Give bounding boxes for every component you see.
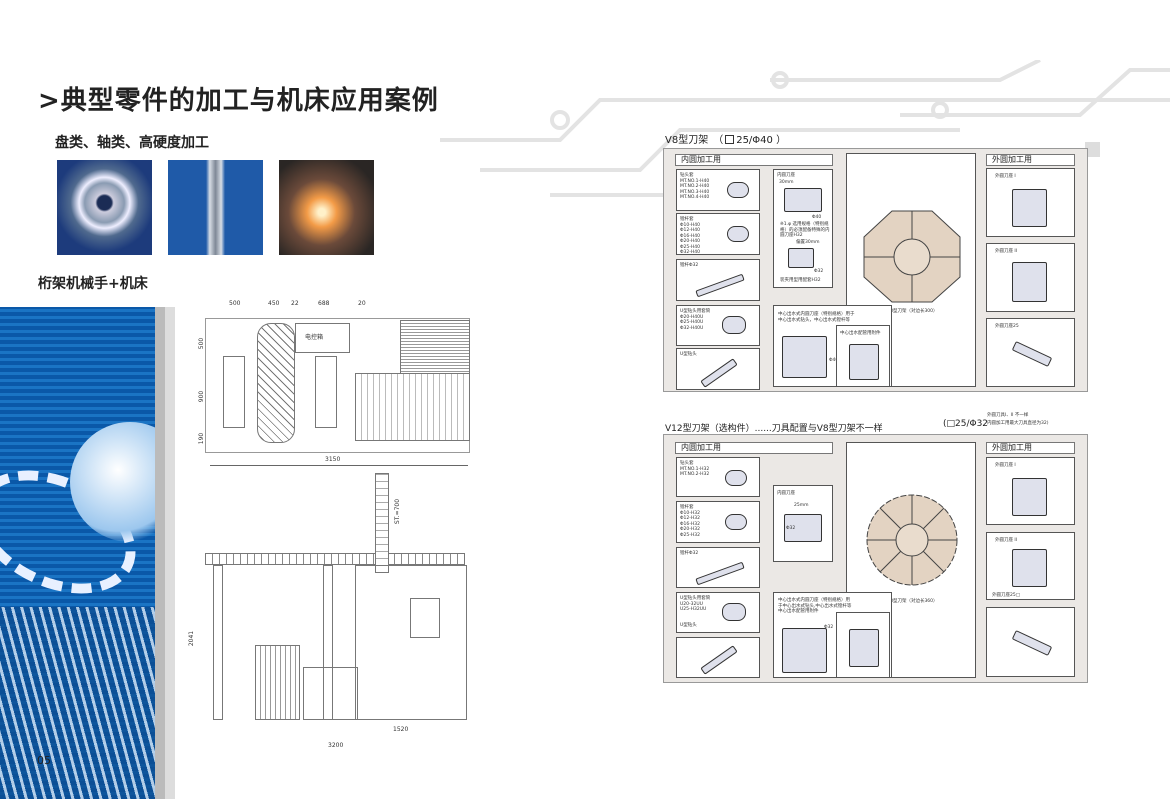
- control-box-label: 电控箱: [305, 334, 324, 341]
- v8-turret-caption: V8型刀架（对边长300）: [887, 309, 938, 314]
- v8-inner-holder: 内圆刀座 30mm Φ40 ※1.φ 选用规格（特别规格）的必须配备特殊的内圆刀…: [773, 169, 833, 288]
- photo-hard-machining: [279, 160, 374, 255]
- v12-outer-holder-1: 外圆刀座 I: [986, 457, 1075, 525]
- decorative-blue-panel: 05: [0, 307, 155, 799]
- photo-disc-part: [57, 160, 152, 255]
- dim-500-v: 500: [198, 337, 206, 350]
- v12-inner-holder: 内圆刀座 25mm Φ32: [773, 485, 833, 562]
- dim-688: 688: [318, 300, 330, 307]
- v12-spec: (□25/Φ32: [943, 419, 989, 429]
- v8-outer-holder-2: 外圆刀座 II: [986, 243, 1075, 312]
- dim-900-v: 900: [198, 390, 206, 403]
- v8-item-u-drill: U型钻头: [676, 348, 760, 390]
- v12-turret-icon: [866, 494, 958, 586]
- dim-3150: 3150: [325, 456, 341, 463]
- gantry-top-view: 电控箱: [205, 318, 470, 453]
- v12-item-u-drill: [676, 637, 760, 678]
- v8-outer-holder-25: 外圆刀座25: [986, 318, 1075, 387]
- v12-inner-header: 内圆加工用: [675, 442, 833, 454]
- v8-turret-box: V8型刀架（对边长300）: [846, 153, 976, 387]
- v12-outer-header: 外圆加工用: [986, 442, 1075, 454]
- v8-outer-header: 外圆加工用: [986, 154, 1075, 166]
- photo-shaft-part: [168, 160, 263, 255]
- dim-450: 450: [268, 300, 280, 307]
- v12-outer-holder-25: [986, 607, 1075, 677]
- dim-stroke: ST.=700: [394, 498, 402, 525]
- v8-title: V8型刀架 （25/Φ40 ）: [665, 135, 787, 146]
- dim-2041: 2041: [188, 630, 196, 647]
- gantry-front-view: [205, 465, 470, 725]
- v12-note-2: 内圆加工用最大刀具直径为32): [987, 421, 1049, 426]
- page-title: >典型零件的加工与机床应用案例: [38, 86, 439, 116]
- v8-item-boring-bar: 镗杆Φ32: [676, 259, 760, 301]
- dim-1520: 1520: [393, 726, 409, 733]
- v12-item-boring-bar: 镗杆Φ32: [676, 547, 760, 588]
- v12-title: V12型刀架（选构件）......刀具配置与V8型刀架不一样: [665, 424, 883, 434]
- page-number: 05: [37, 754, 51, 767]
- v12-coolant-accessory: [836, 612, 890, 678]
- v12-turret-caption: V8型刀架（对边长360）: [887, 599, 938, 604]
- dim-22: 22: [291, 300, 299, 307]
- v8-inner-header: 内圆加工用: [675, 154, 833, 166]
- dim-500: 500: [229, 300, 241, 307]
- gray-strip: [155, 307, 175, 799]
- dim-20: 20: [358, 300, 366, 307]
- v8-outer-holder-1: 外圆刀座 I: [986, 168, 1075, 237]
- v8-coolant-accessory: 中心出水配管用附件: [836, 325, 890, 387]
- v8-turret-icon: [863, 210, 961, 303]
- section-parts-heading: 盘类、轴类、高硬度加工: [55, 135, 209, 151]
- v12-turret-box: V8型刀架（对边长360）: [846, 442, 976, 678]
- section-gantry-heading: 桁架机械手+机床: [38, 276, 148, 292]
- v12-note-1: 外圆刀具I、II 不一样: [987, 413, 1029, 418]
- dim-3200: 3200: [328, 742, 344, 749]
- dim-190-v: 190: [198, 432, 206, 445]
